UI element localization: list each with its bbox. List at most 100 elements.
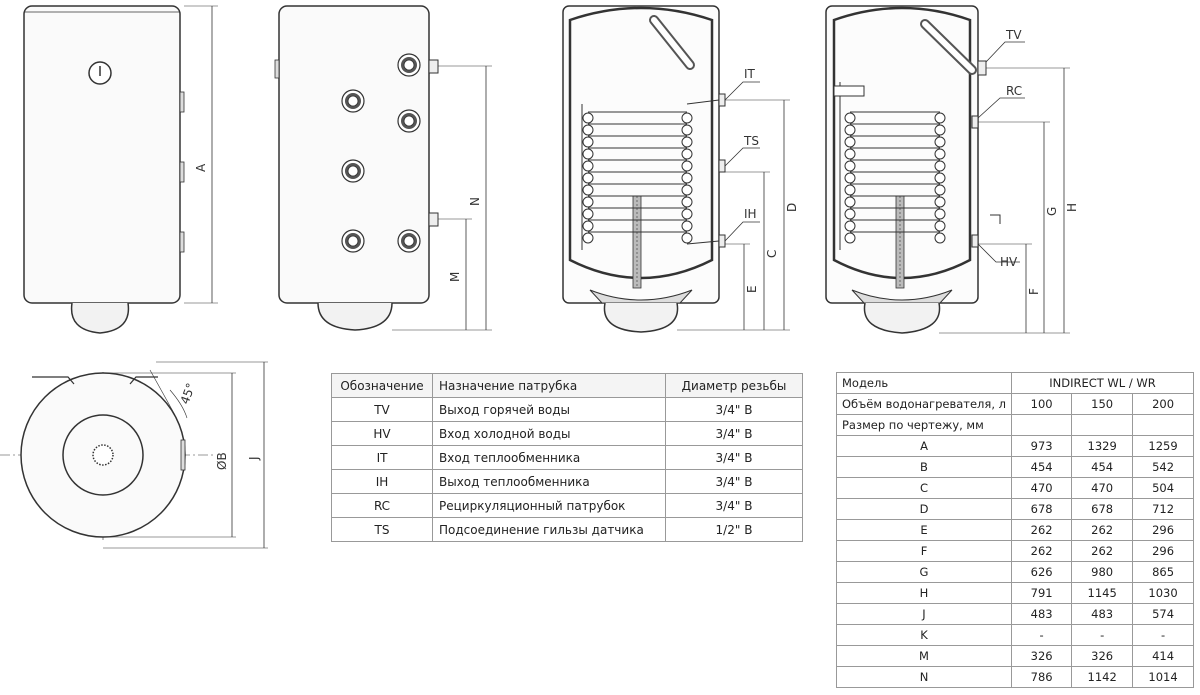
dim-value: 483	[1071, 603, 1134, 625]
dim-letter: C	[836, 477, 1012, 499]
dim-value: -	[1132, 624, 1194, 646]
cell-code: IH	[331, 469, 433, 494]
dim-value: 504	[1132, 477, 1194, 499]
dim-label-j: J	[247, 456, 261, 461]
dim-value: 454	[1010, 456, 1073, 478]
model-row: Модель INDIRECT WL / WR	[836, 372, 1194, 394]
header-thread: Диаметр резьбы	[665, 373, 803, 398]
dim-value: 786	[1010, 666, 1073, 688]
dim-value: 296	[1132, 540, 1194, 562]
connection-label-ih: IH	[744, 207, 757, 221]
table-row: HV Вход холодной воды 3/4" B	[331, 421, 803, 446]
dim-value: 1142	[1071, 666, 1134, 688]
dim-label-e: E	[745, 285, 759, 293]
side-view	[274, 5, 492, 331]
dim-value: 791	[1010, 582, 1073, 604]
cell-purpose: Рециркуляционный патрубок	[432, 493, 666, 518]
coil-2	[844, 111, 946, 244]
dim-value: -	[1010, 624, 1073, 646]
dim-value: 1259	[1132, 435, 1194, 457]
cell-thread: 3/4" B	[665, 469, 803, 494]
dim-letter: E	[836, 519, 1012, 541]
thermometer-icon	[88, 61, 112, 85]
dim-label-d: D	[785, 203, 799, 212]
dim-value: 454	[1071, 456, 1134, 478]
cell-code: TV	[331, 397, 433, 422]
dim-value: 326	[1071, 645, 1134, 667]
dim-value: 262	[1071, 540, 1134, 562]
dim-letter: B	[836, 456, 1012, 478]
section-view-2	[825, 5, 1070, 334]
header-code: Обозначение	[331, 373, 433, 398]
dim-label-f: F	[1027, 288, 1041, 295]
cell-thread: 3/4" B	[665, 493, 803, 518]
table-row: K---	[836, 624, 1194, 646]
dim-value: 980	[1071, 561, 1134, 583]
dim-letter: D	[836, 498, 1012, 520]
table-header-row: Обозначение Назначение патрубка Диаметр …	[331, 373, 803, 398]
dim-letter: G	[836, 561, 1012, 583]
dim-value: 1145	[1071, 582, 1134, 604]
dim-letter: H	[836, 582, 1012, 604]
volume-100: 100	[1010, 393, 1073, 415]
cell-thread: 3/4" B	[665, 421, 803, 446]
dim-value: 262	[1010, 519, 1073, 541]
dim-label-c: C	[765, 250, 779, 258]
cell-thread: 1/2" B	[665, 517, 803, 542]
dim-value: 574	[1132, 603, 1194, 625]
dim-value: 712	[1132, 498, 1194, 520]
connection-label-it: IT	[744, 67, 756, 81]
cell-code: IT	[331, 445, 433, 470]
volume-200: 200	[1132, 393, 1194, 415]
dim-value: 262	[1071, 519, 1134, 541]
top-view	[0, 361, 268, 549]
dim-label-g: G	[1045, 207, 1059, 216]
table-row: TS Подсоединение гильзы датчика 1/2" B	[331, 517, 803, 542]
cell-purpose: Вход холодной воды	[432, 421, 666, 446]
dim-label-b: ØB	[215, 452, 229, 470]
dim-letter: M	[836, 645, 1012, 667]
dim-value: 414	[1132, 645, 1194, 667]
dim-value: 542	[1132, 456, 1194, 478]
dim-value: 470	[1071, 477, 1134, 499]
cell-purpose: Выход горячей воды	[432, 397, 666, 422]
dim-value: -	[1071, 624, 1134, 646]
dim-value: 470	[1010, 477, 1073, 499]
table-row: RC Рециркуляционный патрубок 3/4" B	[331, 493, 803, 518]
dim-letter: J	[836, 603, 1012, 625]
table-row: IT Вход теплообменника 3/4" B	[331, 445, 803, 470]
connection-label-hv: HV	[1000, 255, 1018, 269]
dim-value: 865	[1132, 561, 1194, 583]
table-row: IH Выход теплообменника 3/4" B	[331, 469, 803, 494]
dim-letter: A	[836, 435, 1012, 457]
section-view-1	[562, 5, 790, 333]
dim-value: 483	[1010, 603, 1073, 625]
cell-code: HV	[331, 421, 433, 446]
dim-value: 262	[1010, 540, 1073, 562]
cell-purpose: Выход теплообменника	[432, 469, 666, 494]
cell-purpose: Подсоединение гильзы датчика	[432, 517, 666, 542]
coil-1	[582, 99, 720, 245]
dim-value: 326	[1010, 645, 1073, 667]
model-label: Модель	[836, 372, 1012, 394]
model-name: INDIRECT WL / WR	[1011, 372, 1194, 394]
table-row: TV Выход горячей воды 3/4" B	[331, 397, 803, 422]
cell-code: TS	[331, 517, 433, 542]
dim-letter: K	[836, 624, 1012, 646]
dim-label-a: A	[194, 163, 208, 172]
dimensions-table: Модель INDIRECT WL / WR Объём водонагрев…	[836, 372, 1194, 688]
dim-value: 1014	[1132, 666, 1194, 688]
volume-row: Объём водонагревателя, л 100 150 200	[836, 393, 1194, 415]
dim-value: 1329	[1071, 435, 1134, 457]
